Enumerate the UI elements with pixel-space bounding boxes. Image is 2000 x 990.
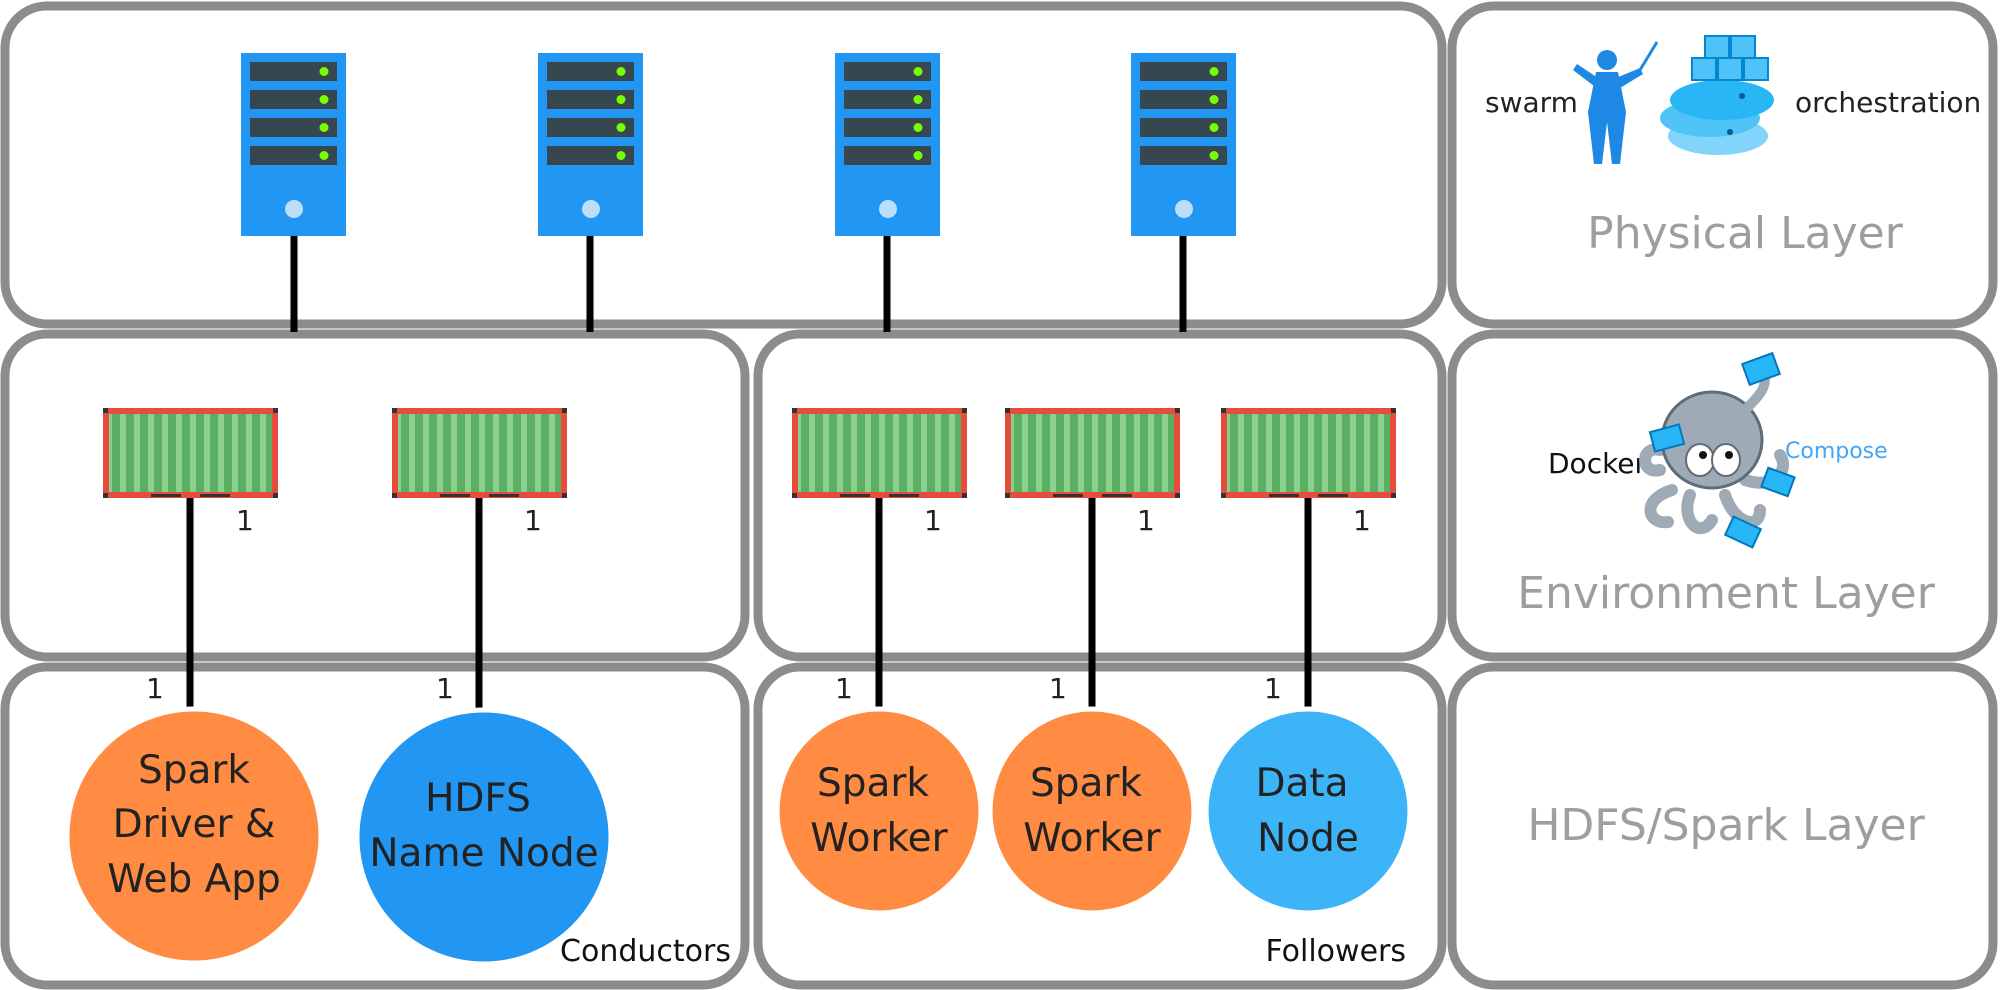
container-icon bbox=[1005, 408, 1180, 498]
container-connectors bbox=[186, 498, 1312, 726]
node-label: Spark bbox=[817, 761, 929, 806]
docker-compose-logo: Docker Compose bbox=[1548, 351, 1888, 549]
conductor-figure-icon bbox=[1573, 41, 1659, 164]
container-multiplicity: 1 bbox=[924, 504, 942, 537]
conductors-label: Conductors bbox=[560, 934, 731, 969]
container-multiplicity: 1 bbox=[524, 504, 542, 537]
physical-label-panel bbox=[1447, 1, 1998, 329]
docker-whale-icon bbox=[1660, 35, 1774, 155]
node-label: HDFS bbox=[425, 776, 531, 821]
swarm-text: swarm bbox=[1485, 86, 1578, 119]
node-label: Node bbox=[1257, 816, 1359, 861]
spark-driver-node bbox=[64, 706, 324, 966]
hdfs-name-node bbox=[354, 707, 614, 967]
spark-worker-node bbox=[774, 706, 984, 916]
node-multiplicity: 1 bbox=[835, 672, 853, 705]
node-multiplicity: 1 bbox=[1049, 672, 1067, 705]
node-label: Worker bbox=[1023, 816, 1161, 861]
docker-text: Docker bbox=[1548, 447, 1647, 480]
node-label: Worker bbox=[810, 816, 948, 861]
data-node bbox=[1203, 706, 1413, 916]
node-multiplicity: 1 bbox=[1264, 672, 1282, 705]
node-multiplicity: 1 bbox=[436, 672, 454, 705]
spark-worker-node bbox=[987, 706, 1197, 916]
node-label: Data bbox=[1255, 761, 1348, 806]
swarm-logo: swarm orchestration bbox=[1485, 35, 1981, 164]
server-icon bbox=[241, 53, 346, 236]
hdfs-spark-layer-label: HDFS/Spark Layer bbox=[1527, 800, 1925, 851]
servers bbox=[241, 53, 1236, 236]
multiplicity-labels: 1 1 1 1 1 1 1 1 1 1 bbox=[146, 504, 1371, 705]
hdfs-label-panel bbox=[1447, 662, 1998, 990]
octopus-icon bbox=[1639, 351, 1796, 549]
followers-label: Followers bbox=[1265, 934, 1406, 969]
server-icon bbox=[538, 53, 643, 236]
node-label: Spark bbox=[138, 748, 250, 793]
node-label: Driver & bbox=[113, 802, 276, 847]
node-label: Spark bbox=[1030, 761, 1142, 806]
container-multiplicity: 1 bbox=[236, 504, 254, 537]
node-label: Name Node bbox=[369, 831, 598, 876]
container-icon bbox=[392, 408, 567, 498]
container-icon bbox=[103, 408, 278, 498]
nodes: Spark Driver & Web App HDFS Name Node Sp… bbox=[64, 706, 1413, 967]
physical-layer-label: Physical Layer bbox=[1587, 208, 1904, 259]
container-icon bbox=[792, 408, 967, 498]
environment-layer-label: Environment Layer bbox=[1517, 568, 1936, 619]
server-icon bbox=[1131, 53, 1236, 236]
group-labels: Conductors Followers bbox=[560, 934, 1406, 969]
container-icon bbox=[1221, 408, 1396, 498]
orchestration-text: orchestration bbox=[1795, 86, 1981, 119]
node-multiplicity: 1 bbox=[146, 672, 164, 705]
server-icon bbox=[835, 53, 940, 236]
container-multiplicity: 1 bbox=[1353, 504, 1371, 537]
server-connectors bbox=[290, 235, 1187, 332]
containers bbox=[103, 408, 1396, 498]
compose-text: Compose bbox=[1785, 439, 1888, 464]
physical-layer-panel bbox=[0, 1, 1447, 329]
container-multiplicity: 1 bbox=[1137, 504, 1155, 537]
node-label: Web App bbox=[107, 857, 281, 902]
